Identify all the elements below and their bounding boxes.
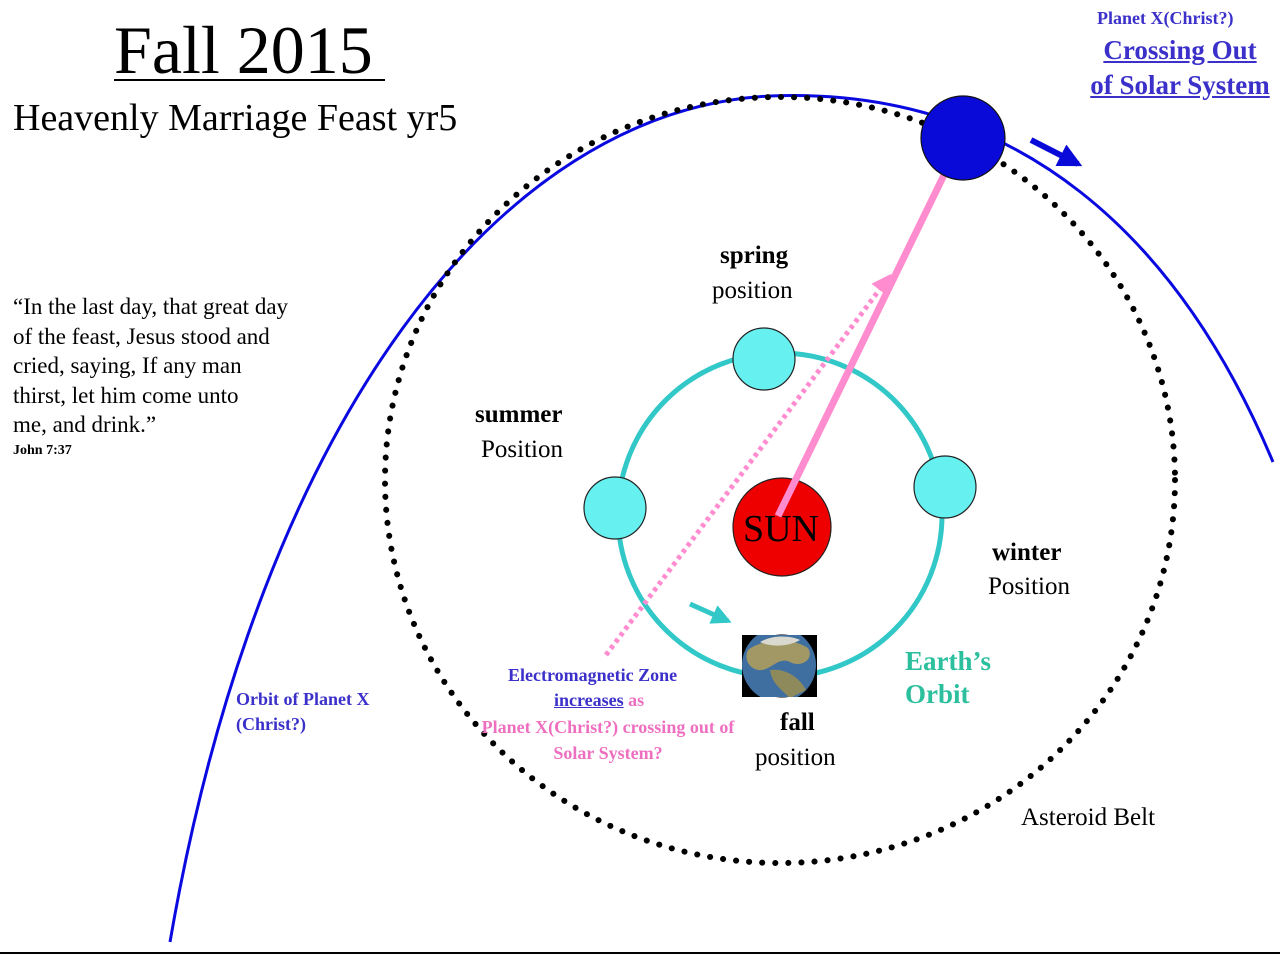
em-zone-increases-word: increases (554, 690, 624, 710)
em-zone-title: Electromagnetic Zone (508, 665, 678, 685)
scripture-quote: “In the last day, that great day of the … (13, 292, 288, 440)
fall-position-label: position (755, 744, 836, 771)
quote-line: cried, saying, If any man (13, 353, 242, 378)
asteroid-belt (382, 94, 1178, 866)
em-zone-as-word: as (623, 690, 645, 710)
winter-position-label: Position (988, 573, 1070, 600)
spring-position-label: position (712, 277, 793, 304)
summer-position-label: Position (481, 436, 563, 463)
page-title: Fall 2015 (114, 10, 373, 90)
spring-label: spring (720, 242, 789, 269)
quote-reference: John 7:37 (13, 443, 72, 458)
quote-line: of the feast, Jesus stood and (13, 323, 270, 349)
sun-planet-x-line (774, 136, 966, 518)
quote-line: thirst, let him come unto (13, 382, 239, 408)
title-year: 2015 (236, 12, 373, 88)
quote-line: “In the last day, that great day (13, 294, 289, 319)
asteroid-belt-label: Asteroid Belt (1021, 804, 1156, 831)
planet-x-orbit-label: Orbit of Planet X (Christ?) (236, 689, 370, 734)
planet-x-crossing-link[interactable]: Crossing Out of Solar System (1090, 35, 1270, 100)
quote-line: me, and drink.” (13, 412, 157, 437)
spring-planet (732, 327, 796, 391)
winter-label: winter (992, 539, 1062, 566)
sun (732, 477, 832, 577)
em-zone-arrow (603, 273, 892, 657)
earth-orbit-label: Earth’s Orbit (905, 646, 991, 709)
planet-x-label: Planet X(Christ?) (1097, 8, 1234, 28)
em-zone-increases: increases as (554, 690, 644, 711)
winter-planet (913, 455, 977, 519)
title-prefix: Fall (114, 12, 220, 88)
title-underline (114, 79, 385, 81)
fall-label: fall (780, 709, 815, 736)
earth-globe-icon (742, 635, 817, 697)
summer-label: summer (475, 401, 563, 428)
planet-x-direction-arrow-icon (1029, 137, 1083, 167)
em-zone-description: Planet X(Christ?) crossing out of Solar … (481, 717, 735, 763)
sun-label: SUN (742, 508, 820, 550)
planet-x (920, 95, 1006, 181)
earth-direction-arrow-icon (688, 601, 732, 624)
summer-planet (583, 476, 647, 540)
subtitle: Heavenly Marriage Feast yr5 (13, 97, 458, 139)
